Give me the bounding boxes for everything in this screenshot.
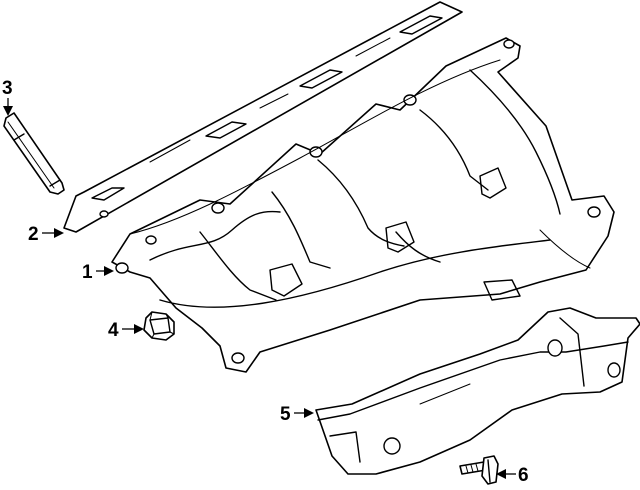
exhaust-manifold-part[interactable] [111, 37, 615, 373]
bolt-part[interactable] [459, 455, 499, 485]
callout-label-6: 6 [518, 465, 529, 486]
callout-5: 5 [280, 404, 314, 425]
callout-label-1: 1 [82, 262, 93, 283]
callout-label-3: 3 [2, 78, 13, 99]
callout-3: 3 [2, 78, 13, 116]
callout-2: 2 [28, 224, 64, 245]
callout-label-5: 5 [280, 404, 291, 425]
callout-label-4: 4 [108, 320, 119, 341]
callout-6: 6 [496, 465, 529, 486]
callout-4: 4 [108, 320, 144, 341]
heat-shield-part[interactable] [315, 307, 640, 475]
callout-1: 1 [82, 262, 114, 283]
callout-label-2: 2 [28, 224, 39, 245]
nut-part[interactable] [143, 311, 175, 341]
stud-part[interactable] [3, 112, 65, 195]
gasket-part[interactable] [63, 1, 463, 233]
